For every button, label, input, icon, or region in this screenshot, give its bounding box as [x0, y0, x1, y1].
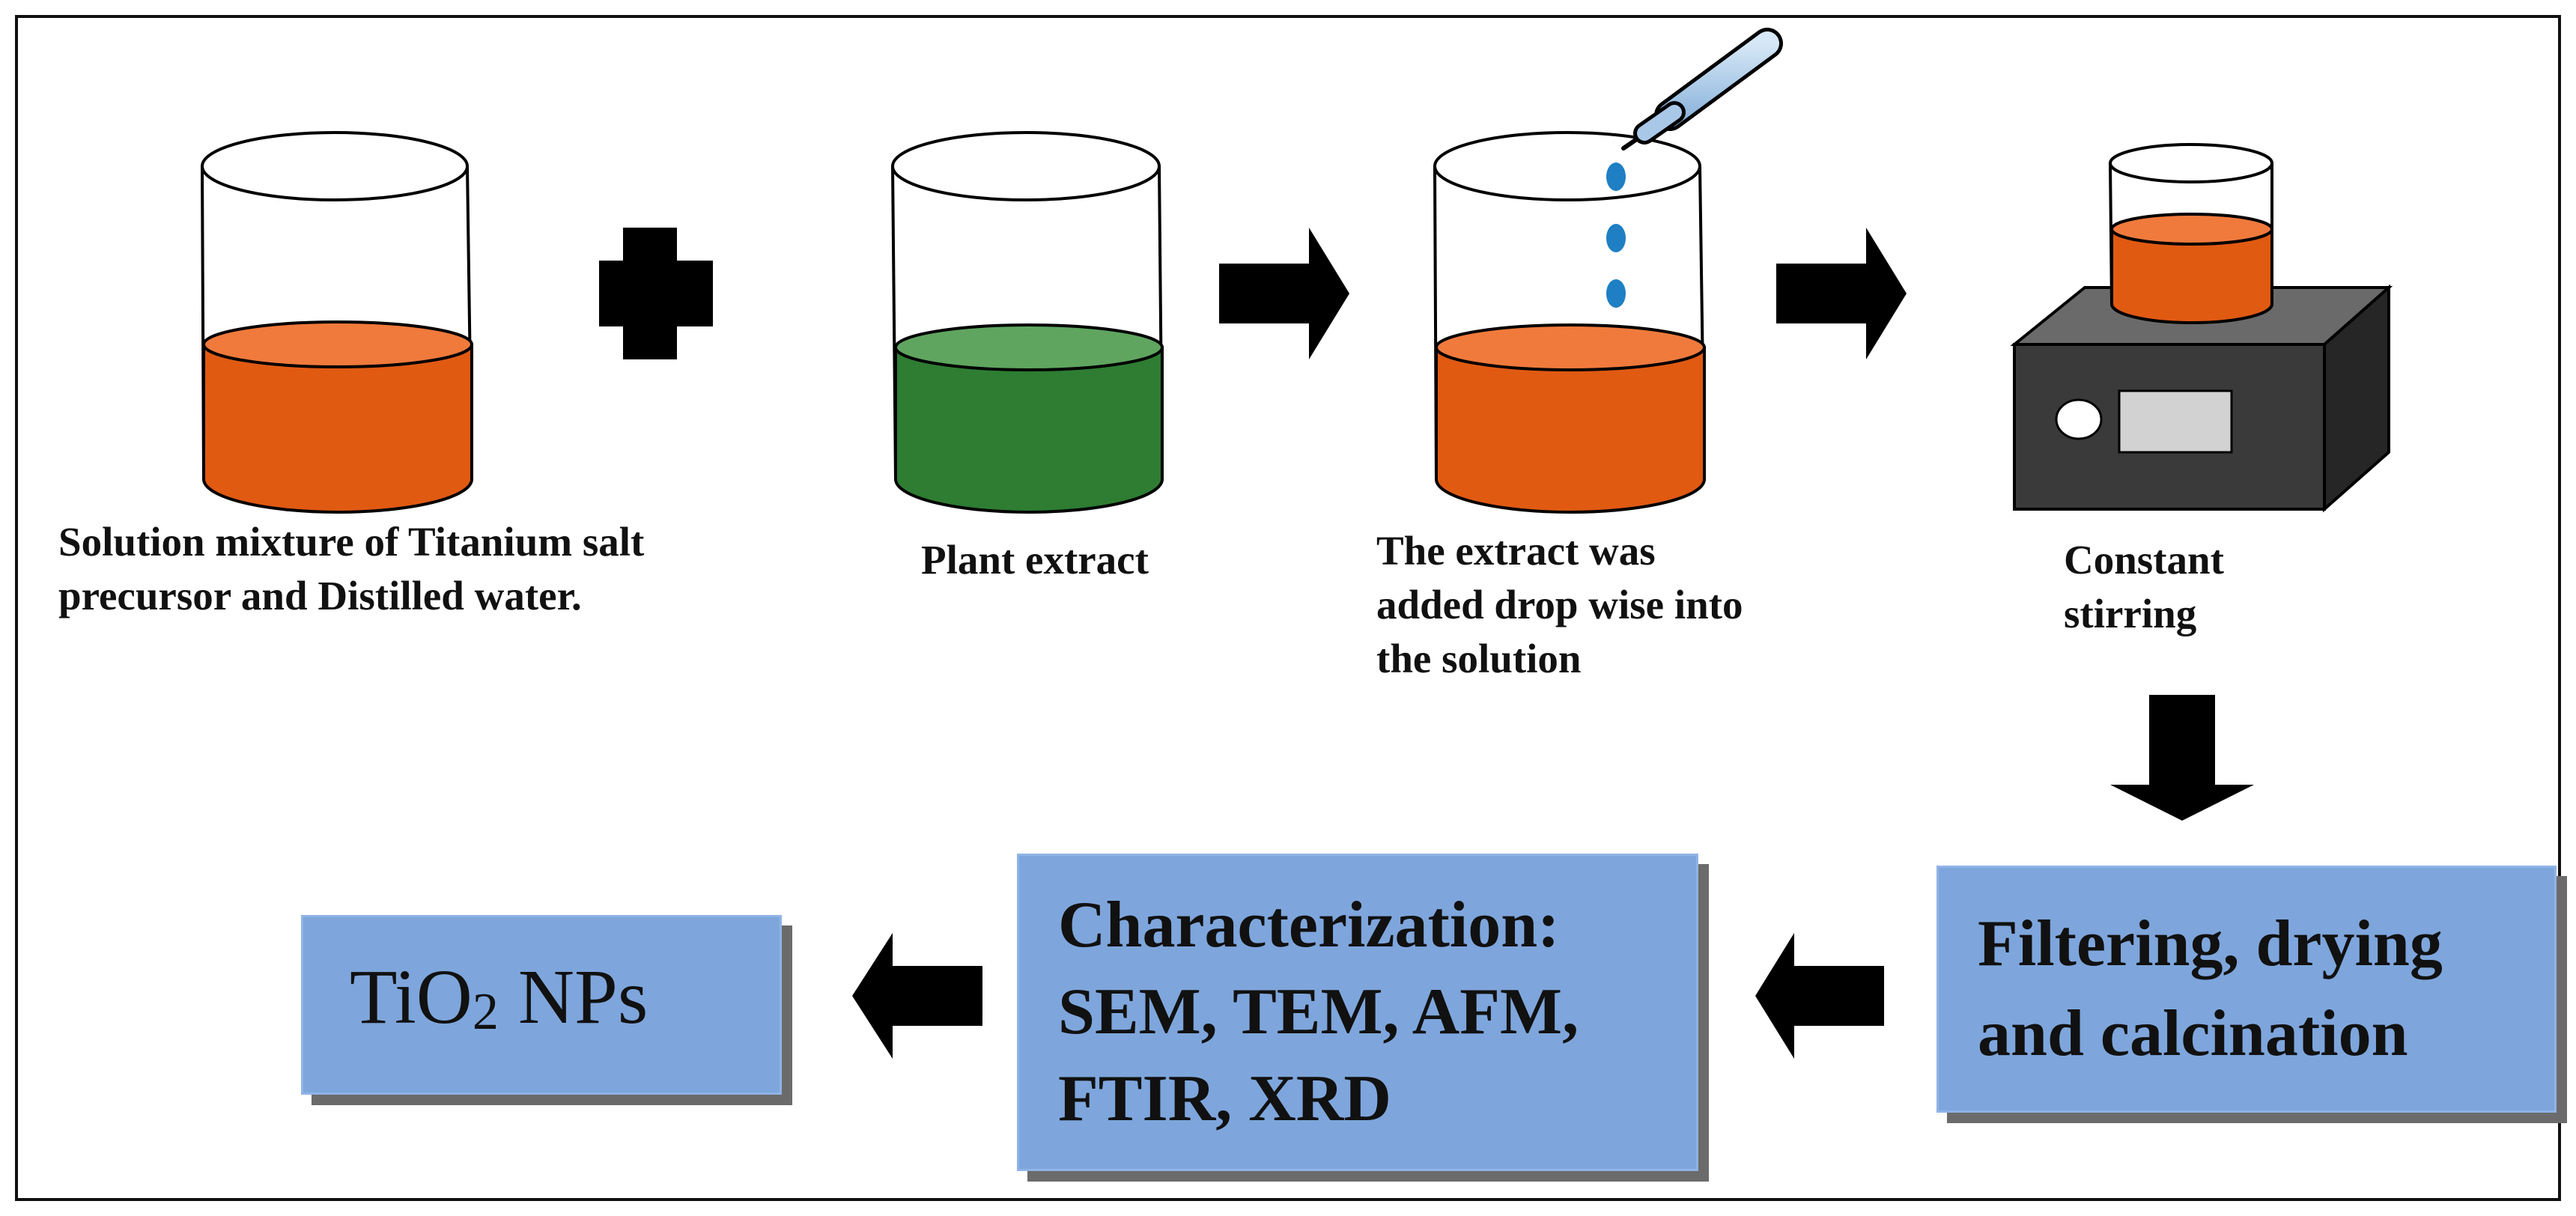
characterization-line2: SEM, TEM, AFM,: [1058, 976, 1579, 1048]
droplet-icon: [1606, 279, 1626, 308]
arrow-left-icon: [852, 933, 982, 1059]
caption-dropwise-line1: The extract was: [1376, 528, 1656, 574]
caption-dropwise: The extract was added drop wise into the…: [1376, 524, 1743, 686]
caption-plant-extract-label: Plant extract: [921, 537, 1149, 583]
characterization-box: Characterization: SEM, TEM, AFM, FTIR, X…: [1017, 854, 1698, 1171]
dropper-icon: [1621, 28, 1783, 151]
beaker-dropwise-icon: [1433, 131, 1706, 514]
product-label: TiO2 NPs: [350, 952, 648, 1057]
caption-plant-extract: Plant extract: [921, 533, 1149, 587]
product-box: TiO2 NPs: [301, 915, 782, 1095]
caption-dropwise-line2: added drop wise into: [1376, 582, 1743, 627]
caption-dropwise-line3: the solution: [1376, 636, 1582, 681]
caption-precursor-line2: precursor and Distilled water.: [58, 573, 582, 618]
magnetic-stirrer-icon: [2010, 143, 2393, 513]
droplet-icon: [1606, 162, 1626, 191]
filtering-box: Filtering, drying and calcination: [1936, 866, 2557, 1113]
caption-precursor: Solution mixture of Titanium salt precur…: [58, 515, 644, 623]
arrow-down-icon: [2110, 695, 2254, 821]
filtering-line2: and calcination: [1978, 997, 2408, 1070]
filtering-line1: Filtering, drying: [1978, 908, 2443, 980]
caption-precursor-line1: Solution mixture of Titanium salt: [58, 519, 645, 565]
characterization-line3: FTIR, XRD: [1058, 1063, 1391, 1135]
product-suffix: NPs: [498, 954, 648, 1040]
arrow-right-icon: [1219, 228, 1349, 359]
arrow-right-icon: [1776, 228, 1907, 359]
filtering-text: Filtering, drying and calcination: [1978, 899, 2443, 1079]
characterization-line1: Characterization:: [1058, 889, 1560, 961]
caption-stirring: Constant stirring: [2064, 533, 2224, 641]
caption-stirring-line1: Constant: [2064, 537, 2224, 583]
product-prefix: TiO: [350, 954, 473, 1040]
beaker-precursor-icon: [201, 131, 473, 514]
caption-stirring-line2: stirring: [2064, 591, 2197, 636]
arrow-left-icon: [1755, 933, 1884, 1059]
droplet-icon: [1606, 224, 1626, 252]
product-subscript: 2: [472, 983, 499, 1041]
plus-icon: [599, 228, 713, 359]
beaker-plant-extract-icon: [891, 131, 1164, 514]
characterization-text: Characterization: SEM, TEM, AFM, FTIR, X…: [1058, 882, 1579, 1143]
